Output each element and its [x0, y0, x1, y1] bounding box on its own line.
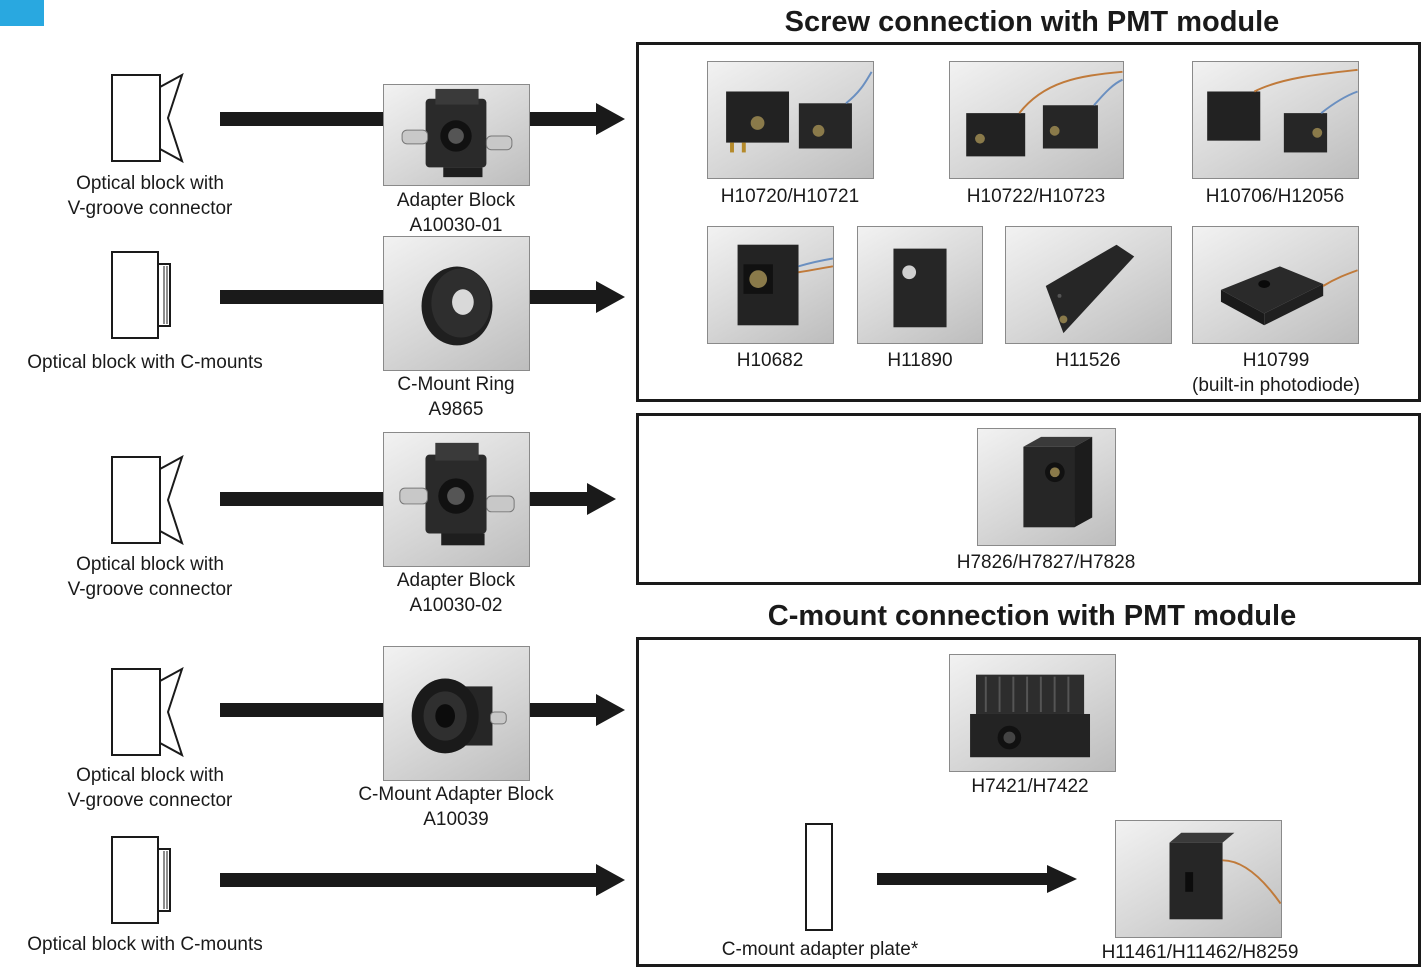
connection-line — [220, 112, 384, 126]
arrow-right-icon — [530, 103, 625, 135]
module-photo — [977, 428, 1116, 546]
module-photo — [707, 61, 874, 179]
arrow-right-icon — [530, 281, 625, 313]
corner-tab — [0, 0, 44, 26]
module-photo — [1192, 226, 1359, 344]
module-photo — [707, 226, 834, 344]
c-mount-adapter-block-photo — [383, 646, 530, 781]
adapter-block-photo — [383, 432, 530, 567]
c-mount-block-label: Optical block with C-mounts — [27, 352, 263, 373]
module-photo — [949, 61, 1124, 179]
module-photo — [857, 226, 983, 344]
module-label: H7421/H7422 — [971, 776, 1089, 797]
c-mount-block-label: Optical block with C-mounts — [27, 934, 263, 955]
v-groove-block-icon — [111, 73, 184, 164]
adapter-block-photo — [383, 84, 530, 186]
module-label: H11461/H11462/H8259 — [1101, 942, 1299, 963]
screw-connection-title: Screw connection with PMT module — [784, 6, 1280, 38]
arrow-right-icon — [877, 865, 1077, 893]
module-label: H11890 — [887, 350, 953, 371]
module-photo — [949, 654, 1116, 772]
v-groove-block-icon — [111, 455, 184, 546]
h7826-module-frame — [636, 413, 1421, 585]
c-mount-block-icon — [111, 836, 171, 924]
module-photo — [1192, 61, 1359, 179]
c-mount-adapter-plate-label: C-mount adapter plate* — [721, 939, 919, 960]
connection-line — [220, 290, 384, 304]
module-photo — [1005, 226, 1172, 344]
cmount-connection-title: C-mount connection with PMT module — [767, 600, 1297, 632]
module-label: H10799(built-in photodiode) — [1192, 350, 1360, 396]
module-label: H7826/H7827/H7828 — [956, 552, 1136, 573]
module-label: H10722/H10723 — [966, 186, 1106, 207]
arrow-right-icon — [530, 694, 625, 726]
v-groove-block-icon — [111, 667, 184, 758]
module-label: H10720/H10721 — [720, 186, 860, 207]
arrow-right-icon — [220, 864, 625, 896]
arrow-right-icon — [530, 483, 616, 515]
module-label: H10706/H12056 — [1205, 186, 1345, 207]
connection-line — [220, 492, 384, 506]
c-mount-block-icon — [111, 251, 171, 339]
module-photo — [1115, 820, 1282, 938]
module-label: H11526 — [1055, 350, 1121, 371]
screw-module-frame — [636, 42, 1421, 402]
cmount-module-frame — [636, 637, 1421, 967]
c-mount-ring-photo — [383, 236, 530, 371]
c-mount-adapter-plate-icon — [805, 823, 833, 931]
module-label: H10682 — [736, 350, 804, 371]
connection-line — [220, 703, 384, 717]
